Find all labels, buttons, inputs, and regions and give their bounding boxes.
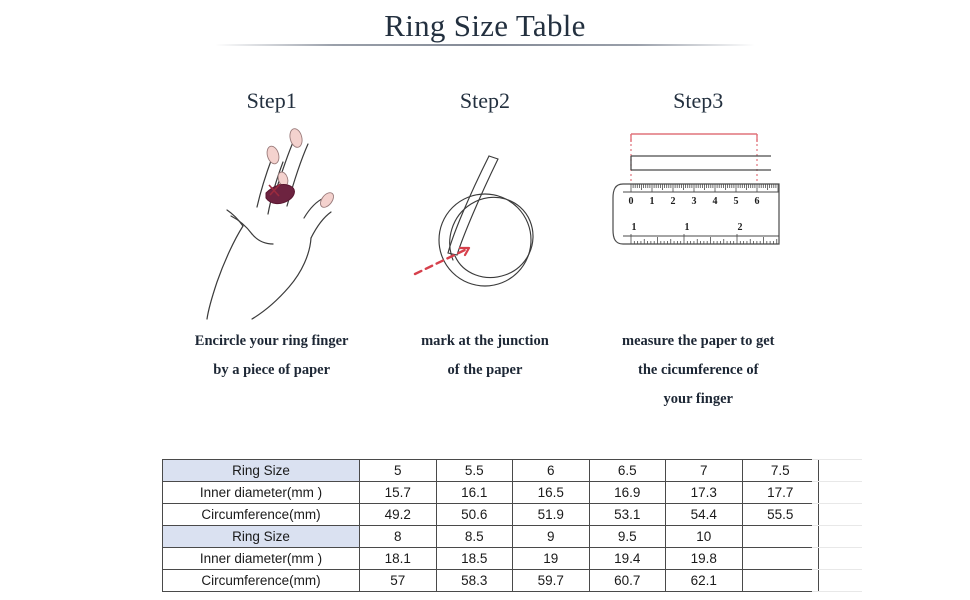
paper-band-icon — [265, 183, 296, 205]
table-cell: 49.2 — [359, 503, 437, 526]
title-divider — [215, 44, 755, 46]
ruler-measure-icon: 0 1 2 3 4 5 6 1 1 2 — [612, 133, 780, 245]
step-3-caption-line2: the cicumference of — [637, 362, 759, 378]
empty-cell — [741, 569, 819, 592]
steps-row: Step1 — [165, 88, 805, 414]
ruler-cm-label: 0 — [628, 196, 633, 207]
table-cell: 7.5 — [741, 459, 819, 482]
table-cell: 8.5 — [435, 525, 513, 548]
table-cell: 7 — [665, 459, 743, 482]
table-cell: 5 — [359, 459, 437, 482]
row-label: Inner diameter(mm ) — [162, 547, 360, 570]
ruler-inch-label: 1 — [684, 222, 689, 233]
table-cell: 17.7 — [741, 481, 819, 504]
ruler-cm-label: 3 — [691, 196, 696, 207]
residual-gridlines — [812, 459, 862, 592]
ruler-cm-label: 5 — [733, 196, 738, 207]
table-cell: 5.5 — [435, 459, 513, 482]
paper-strip-icon — [630, 155, 771, 171]
table-cell: 15.7 — [359, 481, 437, 504]
title-block: Ring Size Table — [0, 6, 970, 46]
step-3-heading: Step3 — [673, 88, 724, 113]
step-2-caption-line2: of the paper — [447, 362, 523, 378]
row-label: Circumference(mm) — [162, 503, 360, 526]
step-2-illustration — [378, 122, 591, 327]
table-cell: 9.5 — [588, 525, 666, 548]
step-3-caption-line3: your finger — [663, 391, 733, 407]
table-cell: 18.1 — [359, 547, 437, 570]
table-cell: 54.4 — [665, 503, 743, 526]
red-dashed-marker-icon — [414, 246, 471, 276]
table-cell: 19 — [512, 547, 590, 570]
table-cell: 62.1 — [665, 569, 743, 592]
table-cell: 9 — [512, 525, 590, 548]
step-2-caption-line1: mark at the junction — [421, 333, 549, 349]
ruler-cm-label: 6 — [754, 196, 759, 207]
table-cell: 57 — [359, 569, 437, 592]
table-cell: 16.1 — [435, 481, 513, 504]
step-2: Step2 — [378, 88, 591, 385]
table-cell: 16.5 — [512, 481, 590, 504]
step-2-heading: Step2 — [459, 88, 510, 113]
step-3: Step3 — [592, 88, 805, 414]
step-3-caption-line1: measure the paper to get — [621, 333, 775, 349]
ruler-cm-label: 2 — [670, 196, 675, 207]
table-cell: 10 — [665, 525, 743, 548]
empty-cell — [741, 547, 819, 570]
table-cell: 51.9 — [512, 503, 590, 526]
ruler-body: 0 1 2 3 4 5 6 1 1 2 — [612, 183, 780, 245]
table-cell: 59.7 — [512, 569, 590, 592]
table-cell: 55.5 — [741, 503, 819, 526]
step-1-caption: Encircle your ring finger by a piece of … — [165, 327, 378, 385]
table-cell: 19.8 — [665, 547, 743, 570]
table-cell: 6 — [512, 459, 590, 482]
table-cell: 17.3 — [665, 481, 743, 504]
table-cell: 18.5 — [435, 547, 513, 570]
ruler-inch-label: 2 — [737, 222, 742, 233]
coiled-paper-strip-icon — [414, 155, 535, 287]
step-2-caption: mark at the junction of the paper — [378, 327, 591, 385]
empty-cell — [741, 525, 819, 548]
ruler-cm-label: 1 — [649, 196, 654, 207]
table-cell: 50.6 — [435, 503, 513, 526]
table-cell: 19.4 — [588, 547, 666, 570]
ruler-cm-label: 4 — [712, 196, 717, 207]
step-3-illustration: 0 1 2 3 4 5 6 1 1 2 — [592, 122, 805, 327]
hand-icon — [206, 128, 335, 320]
row-label: Circumference(mm) — [162, 569, 360, 592]
table-cell: 60.7 — [588, 569, 666, 592]
table-cell: 53.1 — [588, 503, 666, 526]
table-cell: 6.5 — [588, 459, 666, 482]
table-cell: 58.3 — [435, 569, 513, 592]
table-cell: 8 — [359, 525, 437, 548]
page-title: Ring Size Table — [384, 8, 586, 43]
row-label: Inner diameter(mm ) — [162, 481, 360, 504]
table-cell: 16.9 — [588, 481, 666, 504]
measurement-bracket-icon — [630, 133, 758, 182]
row-label: Ring Size — [162, 459, 360, 482]
step-1-caption-line2: by a piece of paper — [213, 362, 331, 378]
fingernail-icons — [266, 128, 335, 208]
step-3-caption: measure the paper to get the cicumferenc… — [592, 327, 805, 414]
step-1: Step1 — [165, 88, 378, 385]
step-1-caption-line1: Encircle your ring finger — [194, 333, 349, 349]
step-1-heading: Step1 — [246, 88, 297, 113]
step-1-illustration — [165, 122, 378, 327]
row-label: Ring Size — [162, 525, 360, 548]
ruler-inch-label: 1 — [631, 222, 636, 233]
